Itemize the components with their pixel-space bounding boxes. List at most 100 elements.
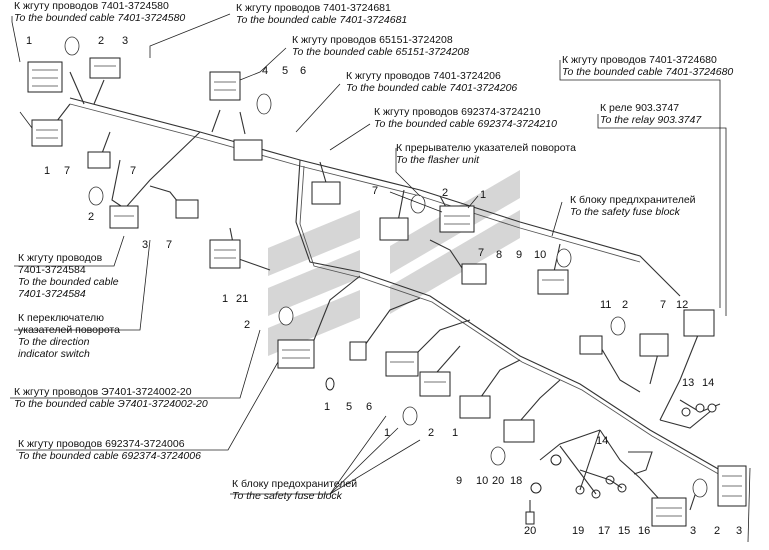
label-ru: К жгуту проводов Э7401-3724002-20 [14,386,192,398]
callout-number: 3 [736,525,743,537]
label-fuse-box-top: К блоку предлхранителей To the safety fu… [570,194,696,218]
label-en-line2: 7401-3724584 [18,288,86,300]
callout-number: 17 [598,525,611,537]
connector-7-center-top [311,181,341,205]
connector-7-right-upper [639,333,669,357]
leader-lines [10,13,751,543]
label-en: To the bounded cable 7401-3724580 [14,12,186,24]
callout-number: 7 [130,165,137,177]
connector-3-left [109,205,139,229]
connector-4 [209,71,241,101]
callout-number: 1 [480,189,487,201]
label-direction-switch: К переключателю указателей поворота To t… [18,312,120,360]
connector-1-bottom-left [277,339,315,369]
connector-1-left [31,119,63,147]
callout-number: 9 [456,475,463,487]
callout-number: 1 [384,427,391,439]
label-ru: К жгуту проводов 7401-3724680 [562,54,717,66]
callout-number: 13 [682,377,695,389]
label-ru: К жгуту проводов 692374-3724006 [18,438,185,450]
callout-number: 21 [236,293,249,305]
label-en: To the bounded cable 7401-3724681 [236,14,408,26]
connector-12 [683,309,715,337]
callout-number: 3 [122,35,129,47]
connectors [27,57,747,527]
label-ru-line1: К жгуту проводов [18,252,103,264]
callout-number: 2 [244,319,251,331]
label-en: To the flasher unit [396,154,480,166]
label-ru: К жгуту проводов 7401-3724681 [236,2,391,14]
callout-number: 2 [88,211,95,223]
callout-number: 6 [366,401,373,413]
label-cable-3724681: К жгуту проводов 7401-3724681 To the bou… [236,2,407,26]
label-en: To the bounded cable 65151-3724208 [292,46,470,58]
callout-number: 20 [524,525,537,537]
callout-number: 18 [510,475,523,487]
callout-number: 15 [618,525,631,537]
callout-number: 4 [262,65,269,77]
label-relay: К реле 903.3747 To the relay 903.3747 [600,102,701,126]
callout-number: 3 [142,239,149,251]
label-fuse-box-bottom: К блоку предохранителей To the safety fu… [232,478,357,502]
connector-9-top [537,269,569,295]
label-en-line1: To the direction [18,336,90,348]
label-flasher: К прерывателю указателей поворота To the… [396,142,576,166]
label-en: To the safety fuse block [570,206,680,218]
callout-number: 9 [516,249,523,261]
connector-1-bottom-center [385,351,419,377]
label-ru-line1: К переключателю [18,312,104,324]
label-ru-line2: указателей поворота [18,324,120,336]
callout-number: 10 [534,249,547,261]
connector-6-bottom [349,341,367,361]
label-cable-3724680: К жгуту проводов 7401-3724680 To the bou… [562,54,733,78]
callout-number: 16 [638,525,651,537]
label-en: To the safety fuse block [232,490,342,502]
connector-3-bottom [651,497,687,527]
label-cable-3724580: К жгуту проводов 7401-3724580 To the bou… [14,0,185,24]
callout-number: 2 [714,525,721,537]
callout-number: 1 [452,427,459,439]
callout-number: 1 [44,165,51,177]
callout-number: 2 [442,187,449,199]
label-cable-3724006: К жгуту проводов 692374-3724006 To the b… [18,438,201,462]
label-ru-line2: 7401-3724584 [18,264,86,276]
callout-number: 12 [676,299,689,311]
callout-number: 2 [428,427,435,439]
connector-1-mid-left [209,239,241,269]
connector-5-bottom [325,377,335,391]
label-en: To the relay 903.3747 [600,114,702,126]
label-cable-3724208: К жгуту проводов 65151-3724208 To the bo… [292,34,469,58]
label-ru: К жгуту проводов 692374-3724210 [374,106,541,118]
label-cable-3724002: К жгуту проводов Э7401-3724002-20 To the… [14,386,208,410]
label-en: To the bounded cable Э7401-3724002-20 [14,398,208,410]
label-en: To the bounded cable 692374-3724006 [18,450,201,462]
connector-7-mid-left [175,199,199,219]
connector-3-top [89,57,121,79]
callout-number: 8 [496,249,503,261]
connector-1-flasher [439,205,475,233]
callout-number: 1 [222,293,229,305]
callout-number: 7 [64,165,71,177]
callout-number: 10 [476,475,489,487]
callout-number: 14 [596,435,609,447]
connector-1-top [27,61,63,93]
callout-number: 14 [702,377,715,389]
connector-11 [579,335,603,355]
label-ru: К жгуту проводов 7401-3724580 [14,0,169,12]
callout-number: 7 [660,299,667,311]
connector-7-center [379,217,409,241]
main-trunk [49,71,731,511]
connector-fuse-2 [503,419,535,443]
callout-number: 1 [324,401,331,413]
label-en-line2: indicator switch [18,348,90,360]
label-ru: К жгуту проводов 65151-3724208 [292,34,453,46]
label-en: To the bounded cable 7401-3724206 [346,82,518,94]
connector-1-bottom-center-2 [419,371,451,397]
terminals [525,403,717,525]
connector-7-left [87,151,111,169]
label-cable-3724210: К жгуту проводов 692374-3724210 To the b… [374,106,557,130]
label-cable-3724206: К жгуту проводов 7401-3724206 To the bou… [346,70,517,94]
callout-number: 7 [166,239,173,251]
callout-number: 20 [492,475,505,487]
